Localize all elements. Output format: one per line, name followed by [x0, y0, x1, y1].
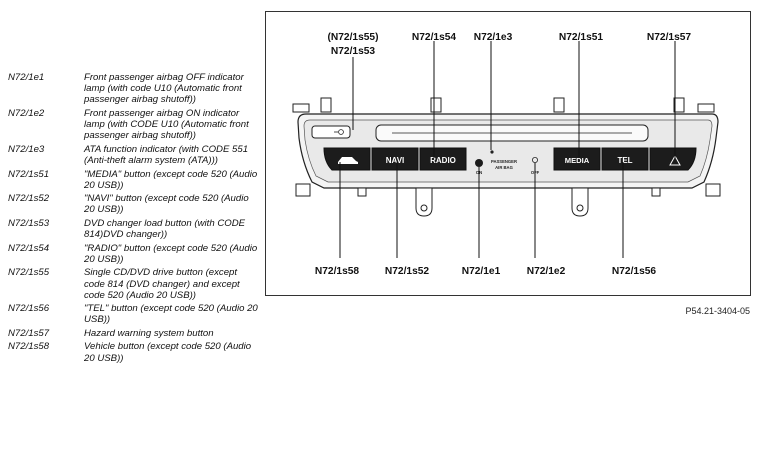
legend-item: N72/1e3 ATA function indicator (with CODE…	[8, 144, 258, 166]
legend-description: "RADIO" button (except code 520 (Audio 2…	[84, 242, 258, 265]
callout-s56: N72/1s56	[612, 266, 657, 277]
hazard-triangle-icon	[669, 154, 681, 166]
legend-list: N72/1e1 Front passenger airbag OFF indica…	[8, 72, 258, 366]
bottom-mounts	[295, 183, 721, 217]
navi-button-label: NAVI	[386, 156, 405, 165]
airbag-off-lamp	[475, 159, 483, 167]
callout-e2: N72/1e2	[527, 266, 566, 277]
legend-item: N72/1s56 "TEL" button (except code 520 (A…	[8, 303, 258, 325]
callout-s57: N72/1s57	[647, 32, 692, 43]
car-icon	[338, 157, 358, 164]
radio-button-label: RADIO	[430, 156, 456, 165]
figure-reference: P54.21-3404-05	[685, 306, 750, 316]
legend-item: N72/1e1 Front passenger airbag OFF indica…	[8, 72, 258, 106]
legend-item: N72/1s54 "RADIO" button (except code 520 …	[8, 243, 258, 265]
legend-description: "MEDIA" button (except code 520 (Audio 2…	[84, 168, 258, 191]
legend-code: N72/1e2	[8, 107, 45, 119]
eject-icon	[338, 129, 344, 135]
legend-code: N72/1s51	[8, 168, 50, 180]
legend-code: N72/1s58	[8, 341, 50, 353]
legend-description: Front passenger airbag OFF indicator lam…	[84, 72, 244, 106]
legend-description: Vehicle button (except code 520 (Audio 2…	[84, 341, 252, 364]
legend-code: N72/1s54	[8, 242, 50, 254]
top-mounting-tabs	[292, 97, 715, 113]
media-button-label: MEDIA	[565, 156, 590, 165]
callout-s58: N72/1s58	[315, 266, 360, 277]
tel-button-label: TEL	[617, 156, 632, 165]
callout-s51: N72/1s51	[559, 32, 604, 43]
legend-description: "NAVI" button (except code 520 (Audio 20…	[84, 193, 249, 216]
callout-e3: N72/1e3	[474, 32, 513, 43]
panel-text-airbag: AIR BAG	[495, 165, 513, 170]
callout-s55: (N72/1s55)	[328, 32, 379, 43]
ata-indicator	[490, 150, 494, 154]
legend-description: Front passenger airbag ON indicator lamp…	[84, 107, 249, 142]
airbag-on-lamp	[531, 156, 538, 163]
legend-description: Hazard warning system button	[84, 327, 214, 339]
callout-e1: N72/1e1	[462, 266, 501, 277]
leader-lines	[339, 41, 676, 258]
legend-code: N72/1s52	[8, 193, 50, 205]
legend-description: ATA function indicator (with CODE 551 (A…	[84, 143, 249, 167]
radio-button[interactable]	[419, 147, 467, 171]
diagram-frame: NAVI RADIO PASSENGER AIR BAG ON OFF MEDI…	[265, 11, 751, 296]
legend-code: N72/1s53	[8, 217, 50, 229]
media-button[interactable]	[553, 147, 601, 171]
legend-description: DVD changer load button (with CODE 814)D…	[84, 217, 246, 241]
callout-s52: N72/1s52	[385, 266, 430, 277]
cd-drive-button[interactable]	[311, 125, 351, 139]
legend-description: "TEL" button (except code 520 (Audio 20 …	[84, 303, 258, 326]
legend-item: N72/1e2 Front passenger airbag ON indicat…	[8, 108, 258, 142]
legend-code: N72/1s56	[8, 303, 50, 315]
legend-item: N72/1s55 Single CD/DVD drive button (exce…	[8, 267, 258, 301]
panel-text-passenger: PASSENGER	[491, 159, 517, 164]
legend-description: Single CD/DVD drive button (except code …	[84, 267, 240, 301]
legend-item: N72/1s52 "NAVI" button (except code 520 (…	[8, 193, 258, 215]
navi-button[interactable]	[371, 147, 419, 171]
legend-item: N72/1s51 "MEDIA" button (except code 520 …	[8, 169, 258, 191]
legend-item: N72/1s53 DVD changer load button (with CO…	[8, 218, 258, 240]
control-panel-diagram: NAVI RADIO PASSENGER AIR BAG ON OFF MEDI…	[292, 32, 721, 277]
legend-item: N72/1s58 Vehicle button (except code 520 …	[8, 341, 258, 363]
legend-code: N72/1e1	[8, 72, 45, 83]
callout-s53: N72/1s53	[331, 46, 376, 57]
tel-button[interactable]	[601, 147, 649, 171]
legend-code: N72/1s55	[8, 267, 50, 279]
callout-s54: N72/1s54	[412, 32, 457, 43]
legend-code: N72/1e3	[8, 143, 45, 155]
legend-item: N72/1s57 Hazard warning system button	[8, 328, 258, 339]
legend-code: N72/1s57	[8, 327, 50, 339]
